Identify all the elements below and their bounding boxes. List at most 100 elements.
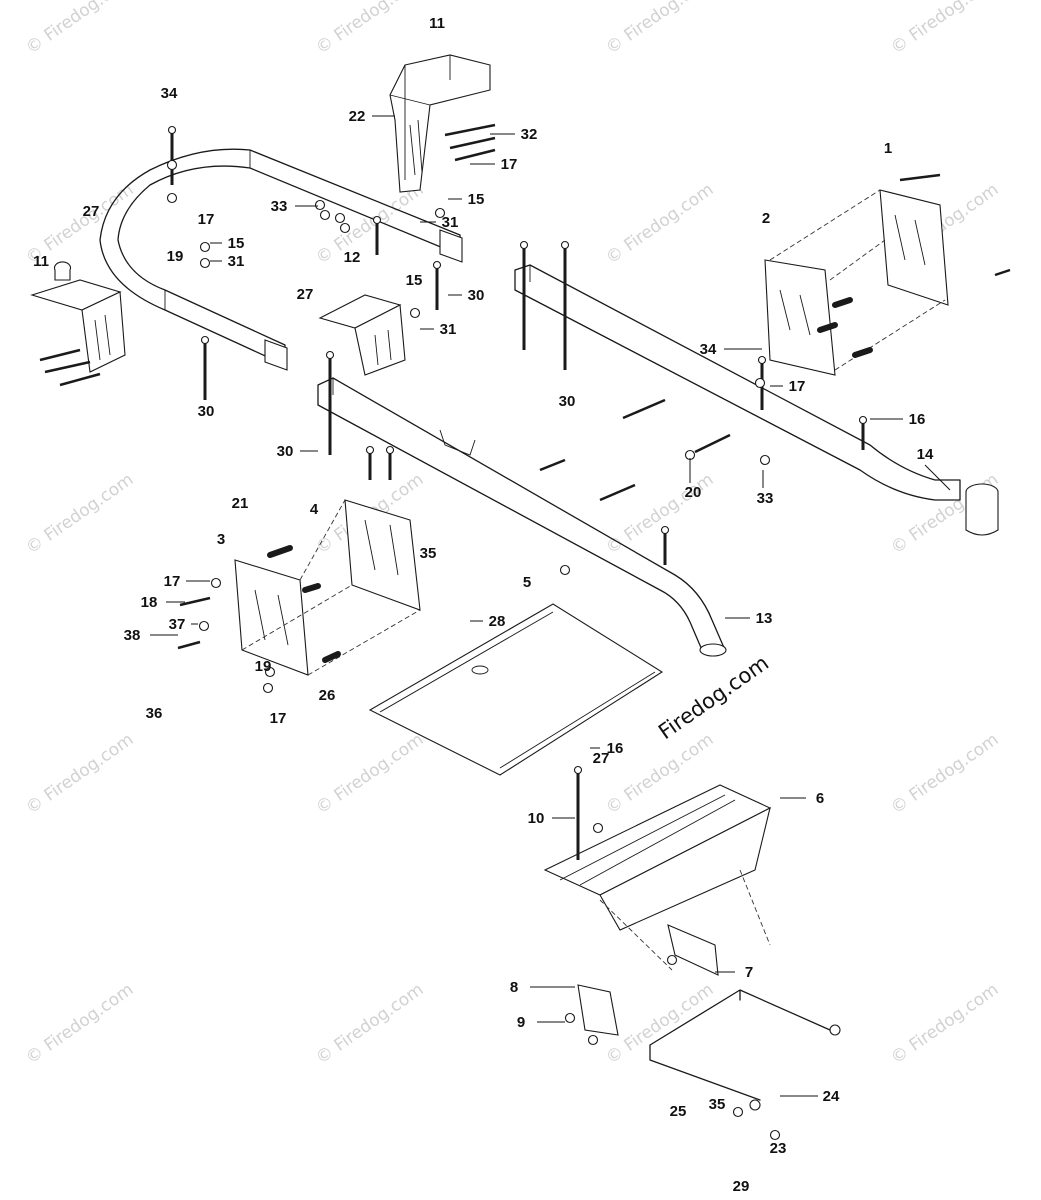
nut	[409, 307, 421, 319]
callout-label-30: 30	[277, 443, 294, 460]
horizontal-bolt	[39, 348, 81, 362]
callout-label-24: 24	[823, 1088, 840, 1105]
callout-label-9: 9	[517, 1014, 525, 1031]
callout-label-4: 4	[310, 501, 319, 518]
watermark-text: © Firedog.com	[312, 980, 427, 1069]
callout-label-17: 17	[501, 156, 518, 173]
callout-label-7: 7	[745, 964, 753, 981]
callout-label-15: 15	[406, 272, 423, 289]
bolt-head	[167, 125, 177, 135]
watermark-text: © Firedog.com	[22, 980, 137, 1069]
callout-label-28: 28	[489, 613, 506, 630]
spacer	[852, 347, 873, 358]
bolt-head	[560, 240, 570, 250]
callout-label-17: 17	[198, 211, 215, 228]
callout-label-16: 16	[607, 740, 624, 757]
callout-label-37: 37	[169, 616, 186, 633]
bracket-12	[318, 294, 406, 376]
nut	[314, 199, 326, 211]
watermark-text: © Firedog.com	[887, 980, 1002, 1069]
callout-label-14: 14	[917, 446, 934, 463]
horizontal-bolt	[444, 123, 496, 137]
mount-bracket-6	[543, 784, 772, 971]
callout-label-17: 17	[164, 573, 181, 590]
callout-label-29: 29	[733, 1178, 750, 1195]
spacer	[817, 322, 838, 333]
nut	[319, 209, 331, 221]
callout-label-35: 35	[420, 545, 437, 562]
nut	[166, 192, 178, 204]
callout-label-30: 30	[198, 403, 215, 420]
brackets-7-8	[577, 924, 719, 1036]
callout-label-27: 27	[593, 750, 610, 767]
watermark-text: © Firedog.com	[602, 180, 717, 269]
callout-label-31: 31	[440, 321, 457, 338]
leader-line	[924, 464, 951, 491]
fasteners	[39, 123, 1011, 1141]
horizontal-bolt	[449, 136, 496, 150]
callout-label-33: 33	[271, 198, 288, 215]
nut	[264, 666, 276, 678]
callout-label-27: 27	[297, 286, 314, 303]
spacer	[322, 651, 341, 663]
nut	[434, 207, 446, 219]
bracket-11-left	[30, 261, 126, 373]
plate-2-and-bracket-1	[764, 189, 949, 376]
watermark-text: © Firedog.com	[887, 730, 1002, 819]
callout-label-33: 33	[757, 490, 774, 507]
bolt-head	[200, 335, 210, 345]
callout-label-3: 3	[217, 531, 225, 548]
callout-label-11: 11	[429, 15, 445, 32]
callout-label-27: 27	[83, 203, 100, 220]
callout-label-8: 8	[510, 979, 518, 996]
callout-label-22: 22	[349, 108, 366, 125]
bolt-head	[372, 215, 382, 225]
bolt-head	[519, 240, 529, 250]
nut	[666, 954, 678, 966]
spacer	[832, 297, 853, 308]
bolt-head	[385, 445, 395, 455]
horizontal-bolt	[454, 148, 496, 162]
bolt-head	[432, 260, 442, 270]
watermark-text: © Firedog.com	[22, 470, 137, 559]
nut	[199, 257, 211, 269]
callout-label-19: 19	[167, 248, 184, 265]
callout-label-18: 18	[141, 594, 158, 611]
callout-label-30: 30	[468, 287, 485, 304]
horizontal-bolt	[899, 173, 941, 182]
nut	[759, 454, 771, 466]
watermark-text: © Firedog.com	[312, 180, 427, 269]
callout-label-34: 34	[161, 85, 178, 102]
watermark-text: © Firedog.com	[22, 0, 137, 59]
horizontal-bolt	[539, 458, 566, 472]
callout-label-31: 31	[442, 214, 459, 231]
bolt-head	[325, 350, 335, 360]
callout-label-12: 12	[344, 249, 361, 266]
callout-label-15: 15	[468, 191, 485, 208]
watermark-text: © Firedog.com	[312, 0, 427, 59]
callout-label-17: 17	[270, 710, 287, 727]
callout-label-36: 36	[146, 705, 163, 722]
horizontal-bolt	[44, 360, 91, 374]
callout-label-1: 1	[884, 140, 892, 157]
horizontal-bolt	[994, 268, 1011, 277]
nut	[769, 1129, 781, 1141]
watermark-text: © Firedog.com	[602, 0, 717, 59]
bolt-head	[365, 445, 375, 455]
horizontal-bolt	[694, 433, 731, 454]
nut	[166, 159, 178, 171]
callout-label-25: 25	[670, 1103, 687, 1120]
callout-label-5: 5	[523, 574, 531, 591]
callout-label-32: 32	[521, 126, 538, 143]
nut	[564, 1012, 576, 1024]
spacer	[267, 545, 293, 558]
nut	[262, 682, 274, 694]
watermark-text: © Firedog.com	[602, 980, 717, 1069]
callout-label-20: 20	[685, 484, 702, 501]
watermark-text: © Firedog.com	[887, 0, 1002, 59]
horizontal-bolt	[622, 398, 666, 420]
callout-label-15: 15	[228, 235, 245, 252]
